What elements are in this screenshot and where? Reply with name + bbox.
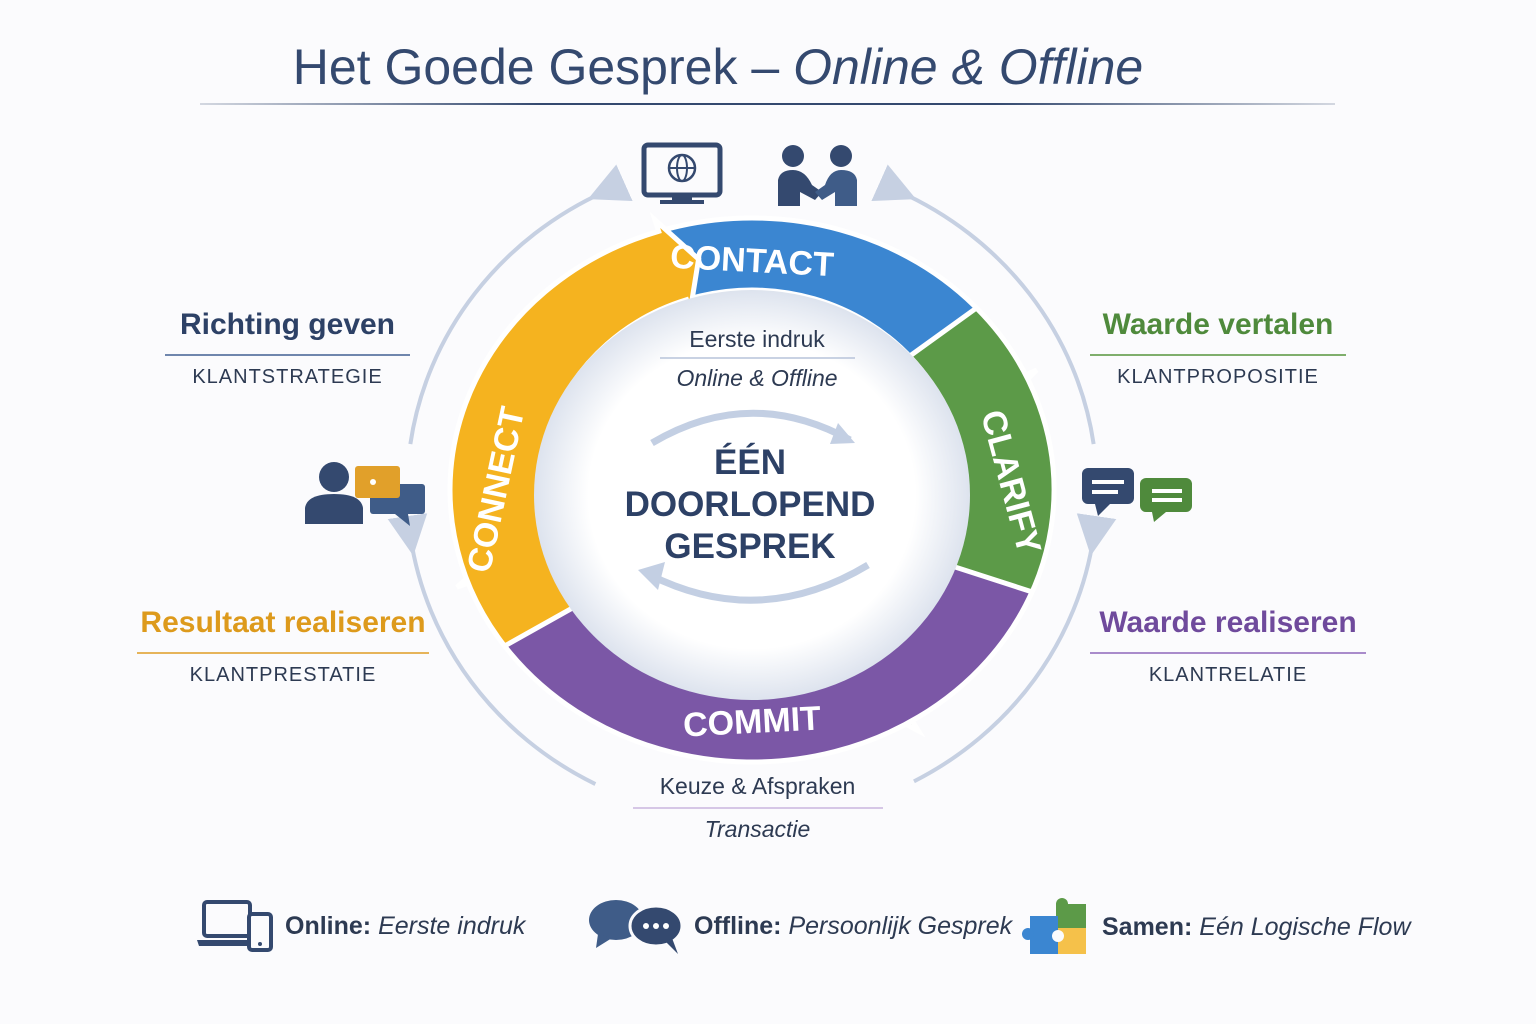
side-sub: KLANTPROPOSITIE: [1117, 365, 1319, 388]
side-heading: Waarde vertalen: [1102, 308, 1334, 341]
center-line1: ÉÉN: [714, 443, 786, 482]
bottom-line2: Transactie: [704, 816, 811, 842]
side-sub: KLANTRELATIE: [1148, 663, 1308, 686]
side-heading: Resultaat realiseren: [140, 606, 426, 639]
top-inner-line1: Eerste indruk: [689, 326, 825, 352]
inner-arrow-top: [650, 409, 852, 447]
legend-samen: Samen: Eén Logische Flow: [1022, 898, 1411, 956]
legend-online-italic: Eerste indruk: [378, 911, 526, 940]
side-rule: [1090, 652, 1366, 654]
inner-arrow-bottom: [648, 562, 870, 604]
legend-online-bold: Online:: [285, 911, 372, 940]
legend-offline-italic: Persoonlijk Gesprek: [788, 911, 1013, 940]
center-line3: GESPREK: [664, 527, 836, 566]
side-heading: Richting geven: [179, 308, 396, 341]
outer-arrow-top-right: [871, 164, 1096, 445]
segment-label-contact: CONTACT: [669, 238, 835, 285]
inner-arrow-top-head: [830, 423, 855, 444]
side-top-right: Waarde vertalen KLANTPROPOSITIE: [1090, 308, 1346, 389]
segment-label-commit: COMMIT: [682, 699, 822, 744]
monitor-globe-icon: [641, 142, 723, 204]
outer-arrow-bottom-left: [387, 513, 597, 786]
legend-offline-bold: Offline:: [694, 911, 782, 940]
person-chat-icon: [305, 462, 425, 526]
title-italic: Online & Offline: [793, 39, 1144, 95]
outer-arrow-bottom-right: [913, 513, 1117, 784]
handshake-people-icon: [778, 145, 857, 206]
side-rule: [165, 354, 410, 356]
side-bottom-left: Resultaat realiseren KLANTPRESTATIE: [137, 606, 429, 687]
title-main: Het Goede Gesprek –: [292, 39, 780, 95]
side-rule: [137, 652, 429, 654]
speech-bubbles-icon: [1082, 468, 1192, 522]
title-underline: [200, 103, 1335, 105]
side-sub: KLANTSTRATEGIE: [192, 365, 383, 388]
center-text: ÉÉN DOORLOPEND GESPREK: [600, 442, 900, 568]
center-line2: DOORLOPEND: [624, 485, 876, 524]
chat-bubbles-icon: [589, 900, 684, 954]
side-heading: Waarde realiseren: [1099, 606, 1357, 639]
legend-online: Online: Eerste indruk: [195, 898, 525, 954]
puzzle-icon: [1022, 898, 1086, 954]
legend-samen-italic: Eén Logische Flow: [1199, 912, 1411, 941]
outer-arrow-top-left: [408, 164, 633, 445]
page-title: Het Goede Gesprek – Online & Offline: [0, 38, 1436, 96]
legend-offline: Offline: Persoonlijk Gesprek: [588, 898, 1012, 954]
inner-arrow-bottom-head: [638, 562, 665, 590]
inner-circle: [534, 290, 970, 700]
side-sub: KLANTPRESTATIE: [189, 663, 377, 686]
bottom-line1: Keuze & Afspraken: [659, 773, 856, 799]
side-top-left: Richting geven KLANTSTRATEGIE: [165, 308, 410, 389]
devices-icon: [197, 900, 273, 952]
side-bottom-right: Waarde realiseren KLANTRELATIE: [1090, 606, 1366, 687]
side-rule: [1090, 354, 1346, 356]
top-inner-line2: Online & Offline: [676, 365, 838, 391]
legend-samen-bold: Samen:: [1102, 912, 1193, 941]
